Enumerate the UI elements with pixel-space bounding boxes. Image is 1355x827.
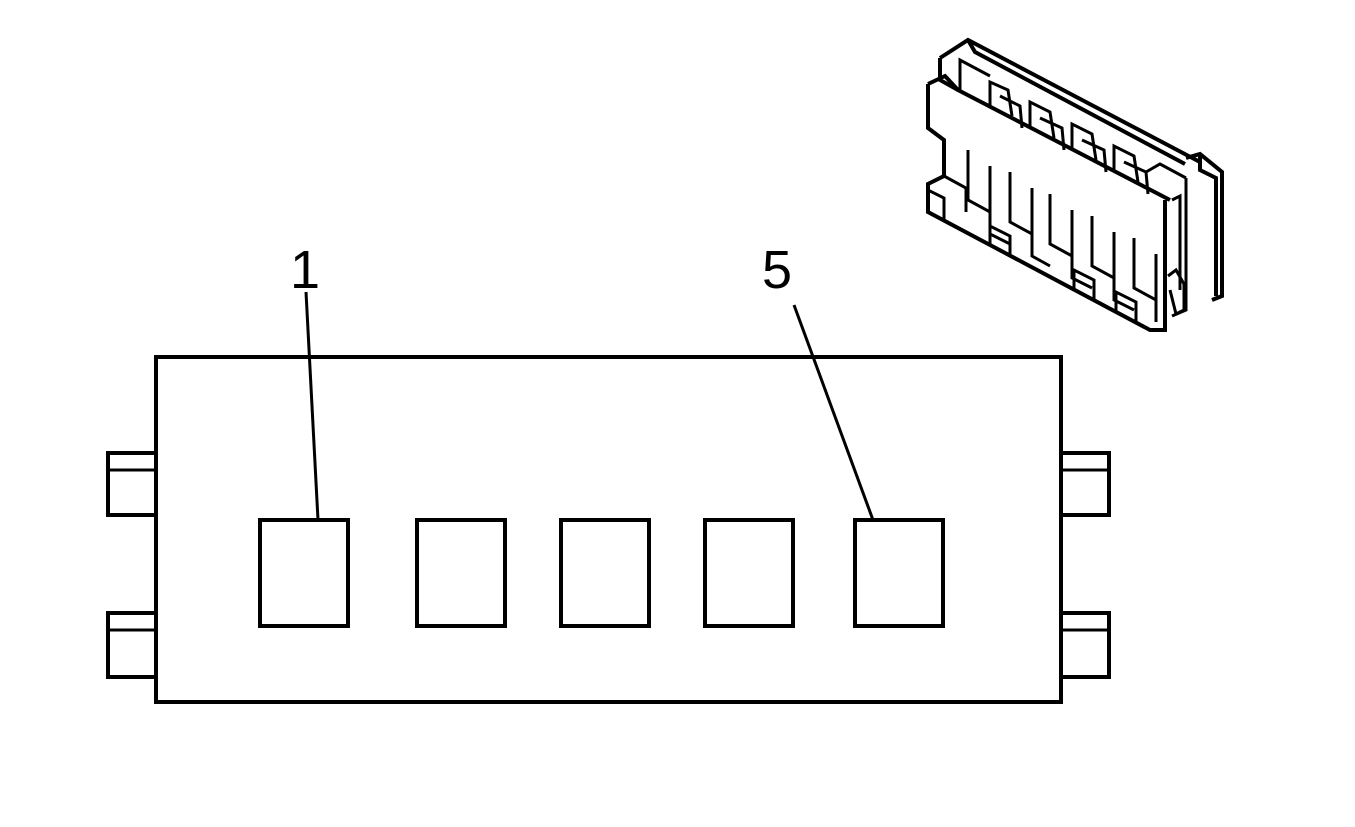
left-latch-lower	[106, 611, 158, 679]
pin-label-5: 5	[762, 240, 792, 300]
connector-3d-view	[926, 37, 1224, 332]
left-latch-upper	[106, 451, 158, 517]
cavity-5	[853, 518, 945, 628]
pin-label-1: 1	[290, 240, 320, 300]
leader-line-pin-1	[304, 291, 320, 521]
cavity-1	[258, 518, 350, 628]
right-latch-lower	[1059, 611, 1111, 679]
connector-face-view: 1 5	[106, 240, 1111, 704]
cavity-4	[703, 518, 795, 628]
cavity-3	[559, 518, 651, 628]
cavity-2	[415, 518, 507, 628]
leader-line-pin-5	[792, 304, 875, 521]
cavity-group	[258, 518, 945, 628]
right-latch-upper	[1059, 451, 1111, 517]
